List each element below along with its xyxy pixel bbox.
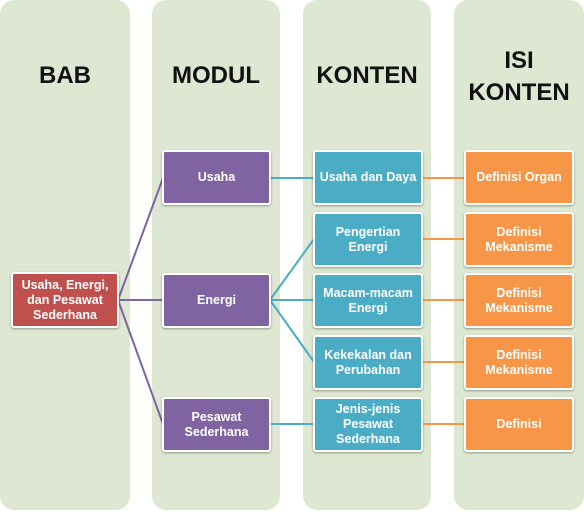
isi-node-definisi-organ: Definisi Organ [464,150,574,205]
link-energi-kekekalan [269,299,315,363]
column-title-isi-line2: KONTEN [468,79,570,106]
column-bab: BAB [0,0,130,510]
konten-node-kekekalan: Kekekalan dan Perubahan [313,335,423,390]
link-energi-pengertian [269,238,315,301]
column-title-modul: MODUL [172,62,260,89]
konten-node-macam-energi: Macam-macam Energi [313,273,423,328]
link-bab-pesawat [117,299,164,425]
modul-node-energi: Energi [162,273,271,328]
column-title-bab: BAB [39,62,91,89]
modul-node-pesawat: Pesawat Sederhana [162,397,271,452]
column-title-konten: KONTEN [316,62,418,89]
isi-node-definisi-mekanisme-2: Definisi Mekanisme [464,273,574,328]
link-bab-usaha [117,177,164,301]
modul-node-usaha: Usaha [162,150,271,205]
isi-node-definisi: Definisi [464,397,574,452]
isi-node-definisi-mekanisme-3: Definisi Mekanisme [464,335,574,390]
konten-node-usaha-daya: Usaha dan Daya [313,150,423,205]
column-title-isi-line1: ISI [504,47,534,74]
bab-node: Usaha, Energi, dan Pesawat Sederhana [11,272,119,328]
isi-node-definisi-mekanisme-1: Definisi Mekanisme [464,212,574,267]
konten-node-pengertian-energi: Pengertian Energi [313,212,423,267]
konten-node-jenis-pesawat: Jenis-jenis Pesawat Sederhana [313,397,423,452]
